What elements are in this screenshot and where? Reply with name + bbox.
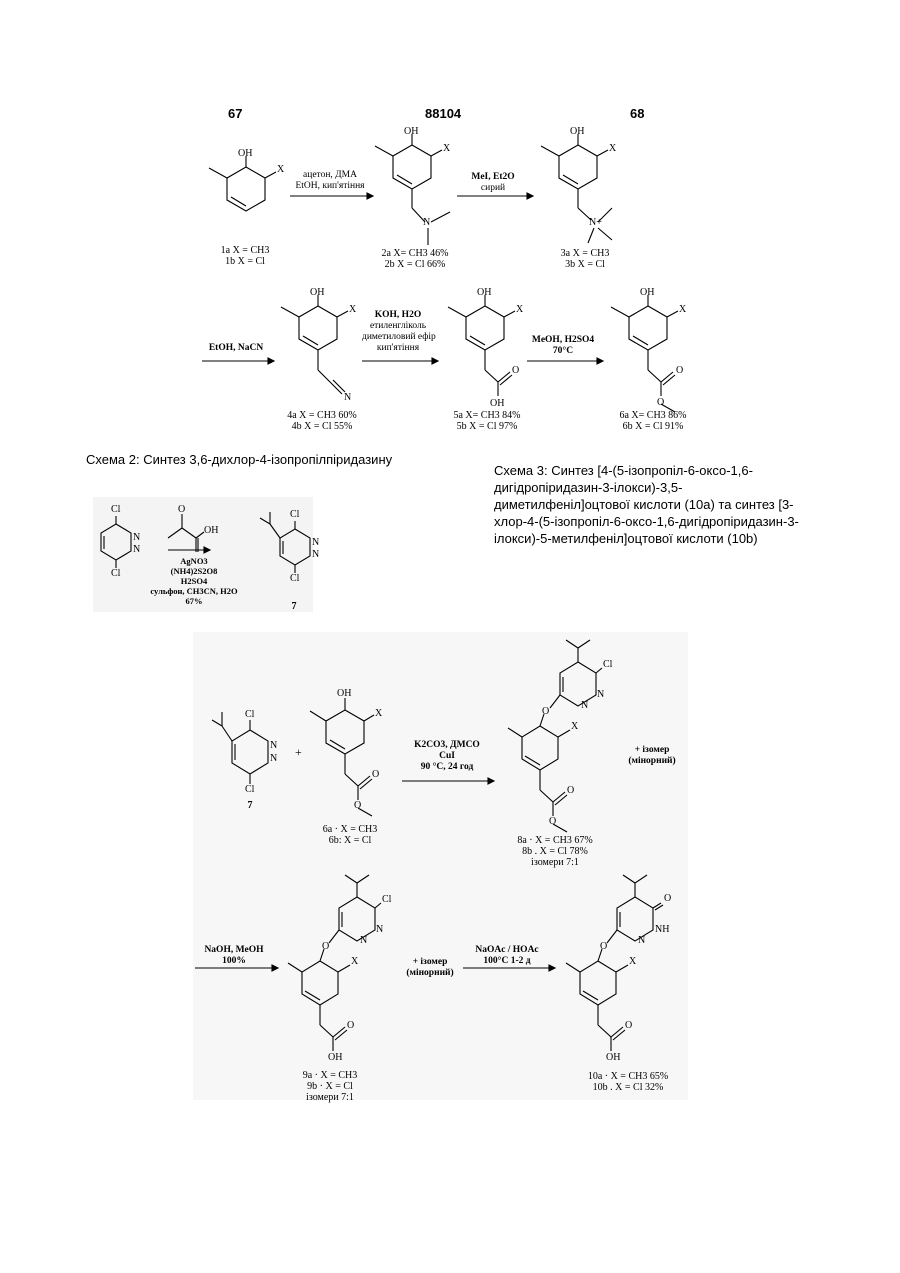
atom-label: O [600, 941, 607, 952]
atom-label: N [581, 700, 588, 711]
compound-10-label: 10a · X = CH3 65%10b . X = Cl 32% [578, 1071, 678, 1093]
compound-6-structure-s3 [310, 698, 374, 816]
atom-label: OH [606, 1052, 620, 1063]
compound-9-structure [288, 875, 381, 1051]
atom-label: O [372, 769, 379, 780]
atom-label: O [542, 706, 549, 717]
atom-label: NH [655, 924, 669, 935]
compound-10-structure [566, 875, 663, 1051]
scheme3-structures [0, 0, 900, 1110]
atom-label: O [322, 941, 329, 952]
atom-label: O [664, 893, 671, 904]
atom-label: X [375, 708, 382, 719]
compound-7-structure [212, 712, 268, 784]
atom-label: N [638, 935, 645, 946]
atom-label: X [629, 956, 636, 967]
atom-label: O [347, 1020, 354, 1031]
compound-7-label-s3: 7 [240, 800, 260, 811]
scheme3-step1-conditions: K2CO3, ДМСОCuI90 °C, 24 год [405, 740, 489, 773]
atom-label: O [567, 785, 574, 796]
plus-sign: + [295, 747, 302, 758]
atom-label: N [270, 753, 277, 764]
atom-label: Cl [245, 709, 254, 720]
scheme3-minor-isomer-2: + ізомер(мінорний) [392, 957, 468, 979]
atom-label: Cl [603, 659, 612, 670]
atom-label: O [549, 816, 556, 827]
atom-label: N [376, 924, 383, 935]
atom-label: Cl [245, 784, 254, 795]
atom-label: O [625, 1020, 632, 1031]
atom-label: O [354, 800, 361, 811]
scheme3-minor-isomer-1: + ізомер(мінорний) [612, 745, 692, 767]
compound-6-label-s3: 6a · X = CH36b: X = Cl [305, 824, 395, 846]
atom-label: OH [337, 688, 351, 699]
scheme3-step2-conditions: NaOH, MeOH100% [195, 945, 273, 967]
atom-label: X [571, 721, 578, 732]
atom-label: N [360, 935, 367, 946]
compound-9-label: 9a · X = CH39b · X = Clізомери 7:1 [285, 1070, 375, 1103]
compound-8-label: 8a · X = CH3 67%8b . X = Cl 78%ізомери 7… [505, 835, 605, 868]
compound-8-structure [508, 640, 602, 832]
atom-label: N [597, 689, 604, 700]
atom-label: OH [328, 1052, 342, 1063]
scheme3-step3-conditions: NaOAc / HOAc100°C 1-2 д [463, 945, 551, 967]
atom-label: Cl [382, 894, 391, 905]
atom-label: X [351, 956, 358, 967]
atom-label: N [270, 740, 277, 751]
